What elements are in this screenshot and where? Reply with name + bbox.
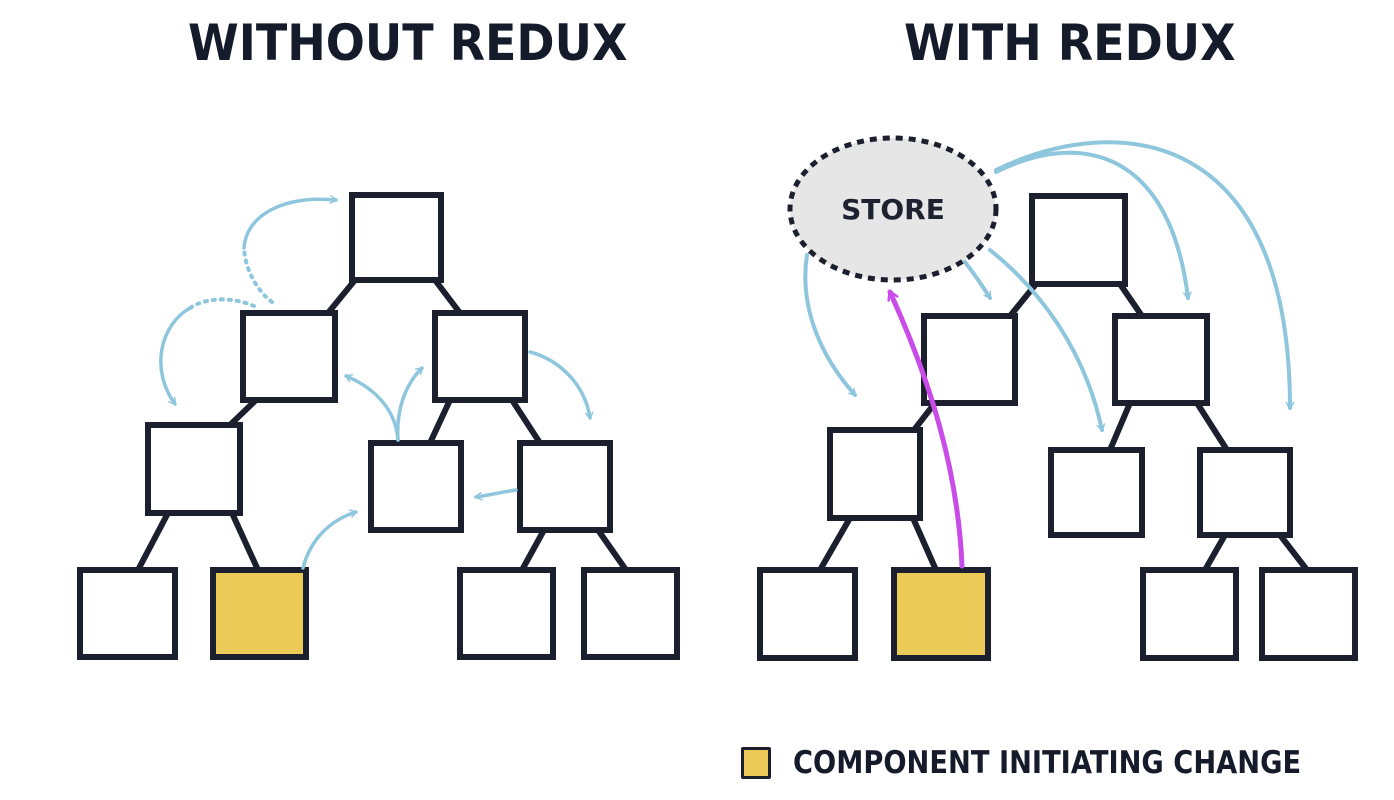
prop-arrow bbox=[242, 195, 338, 250]
prop-arrow-dotted bbox=[242, 246, 274, 304]
dispatch-to-store-arrow bbox=[887, 289, 965, 569]
store-node: STORE bbox=[787, 135, 999, 283]
store-to-component-arrow bbox=[803, 253, 857, 397]
component-box-leaf bbox=[1259, 567, 1358, 661]
store-to-component-arrow bbox=[988, 248, 1106, 432]
component-box bbox=[827, 427, 923, 521]
title-without-redux: WITHOUT REDUX bbox=[188, 14, 628, 72]
component-box-root bbox=[1029, 193, 1128, 287]
prop-arrow bbox=[344, 374, 400, 442]
prop-arrow-dotted bbox=[188, 297, 256, 310]
edge bbox=[325, 278, 358, 315]
edge bbox=[227, 397, 259, 428]
component-box-initiator bbox=[891, 567, 991, 661]
store-to-component-arrow bbox=[994, 150, 1192, 300]
store-ellipse bbox=[787, 135, 999, 283]
component-box bbox=[1197, 447, 1293, 538]
edge bbox=[1194, 401, 1230, 452]
component-box-initiator bbox=[210, 567, 309, 660]
title-with-redux: WITH REDUX bbox=[904, 14, 1236, 72]
component-box-root bbox=[349, 192, 444, 283]
left-tree-edges bbox=[135, 278, 629, 572]
edge bbox=[1202, 533, 1228, 572]
component-box bbox=[921, 313, 1018, 406]
prop-arrow bbox=[528, 350, 594, 420]
store-label: STORE bbox=[841, 193, 945, 226]
component-box-leaf bbox=[581, 567, 680, 660]
legend: COMPONENT INITIATING CHANGE bbox=[741, 745, 1370, 781]
right-tree: STORE bbox=[757, 135, 1358, 661]
component-box-leaf bbox=[1140, 567, 1239, 661]
edge bbox=[595, 528, 629, 572]
edge bbox=[817, 516, 853, 572]
legend-label: COMPONENT INITIATING CHANGE bbox=[793, 745, 1302, 781]
edge bbox=[1117, 282, 1145, 318]
store-to-component-arrow bbox=[994, 140, 1295, 410]
edge bbox=[519, 528, 547, 572]
edge bbox=[910, 516, 939, 572]
prop-arrow bbox=[159, 306, 192, 406]
component-box bbox=[432, 310, 528, 403]
component-box-leaf bbox=[757, 567, 858, 661]
component-box bbox=[517, 440, 613, 533]
prop-arrow bbox=[395, 366, 424, 442]
edge bbox=[427, 398, 453, 445]
edge bbox=[509, 398, 543, 445]
edge bbox=[1107, 401, 1133, 452]
left-tree bbox=[77, 192, 680, 660]
prop-arrow bbox=[474, 488, 518, 501]
edge bbox=[432, 278, 463, 315]
prop-arrow bbox=[301, 509, 358, 570]
component-box-leaf bbox=[457, 567, 556, 660]
store-to-component-arrow bbox=[963, 260, 992, 300]
component-box-leaf bbox=[77, 567, 178, 660]
component-box bbox=[240, 310, 338, 403]
legend-swatch-initiator bbox=[741, 747, 771, 779]
edge bbox=[229, 511, 261, 572]
edge bbox=[1277, 533, 1310, 572]
component-box bbox=[1112, 313, 1210, 406]
component-box bbox=[145, 422, 243, 516]
component-box bbox=[1048, 447, 1145, 538]
edge bbox=[135, 511, 171, 572]
component-box bbox=[368, 440, 464, 533]
edge bbox=[911, 401, 938, 432]
